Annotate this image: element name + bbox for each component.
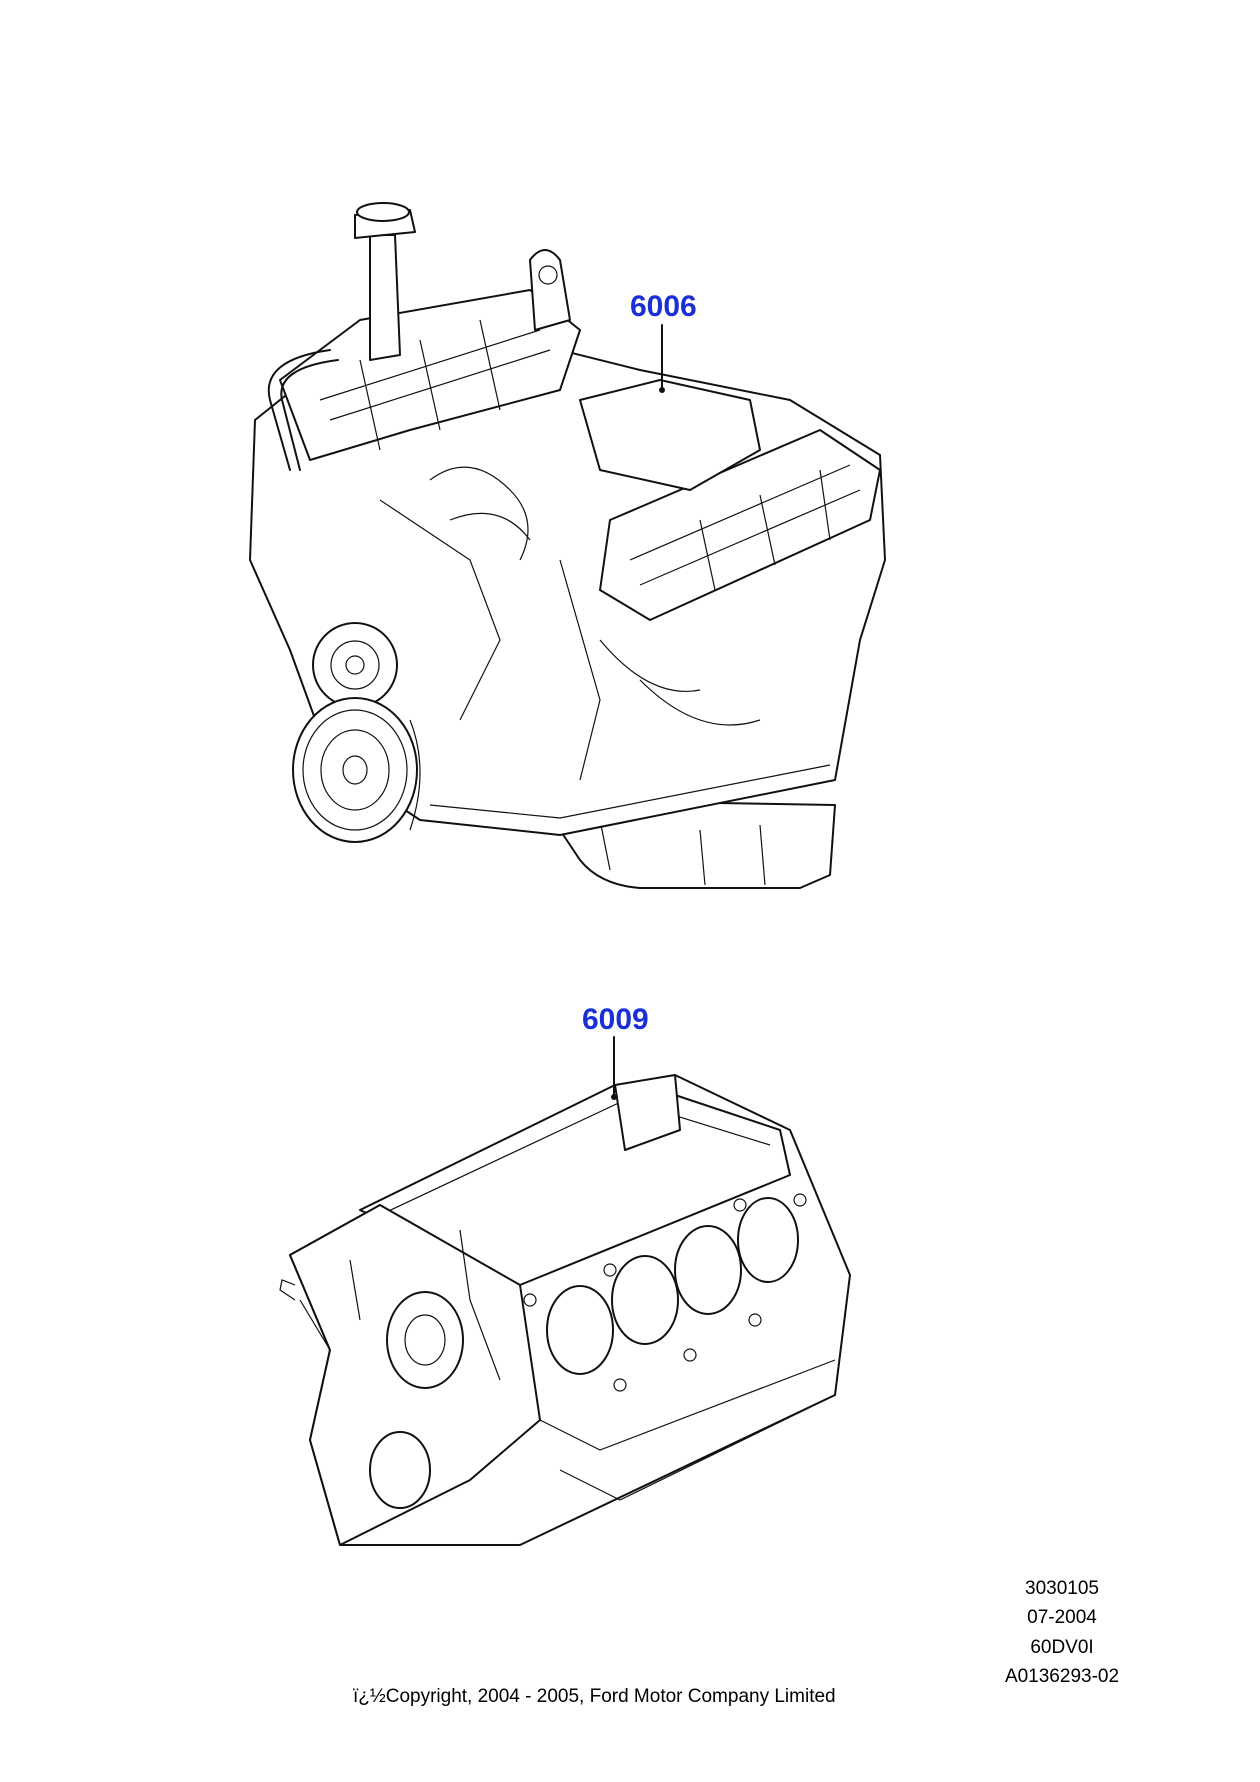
short-block-illustration	[279, 1074, 851, 1546]
meta-model-code: 60DV0I	[1030, 1637, 1094, 1658]
meta-drawing-number: 3030105	[1025, 1578, 1099, 1599]
callout-6006[interactable]: 6006	[630, 290, 697, 323]
copyright-notice: ï¿½Copyright, 2004 - 2005, Ford Motor Co…	[353, 1686, 836, 1707]
meta-illustration-id: A0136293-02	[1004, 1666, 1120, 1687]
meta-date: 07-2004	[1027, 1607, 1097, 1628]
engine-assembly-illustration	[249, 202, 886, 889]
callout-6009[interactable]: 6009	[582, 1003, 649, 1036]
